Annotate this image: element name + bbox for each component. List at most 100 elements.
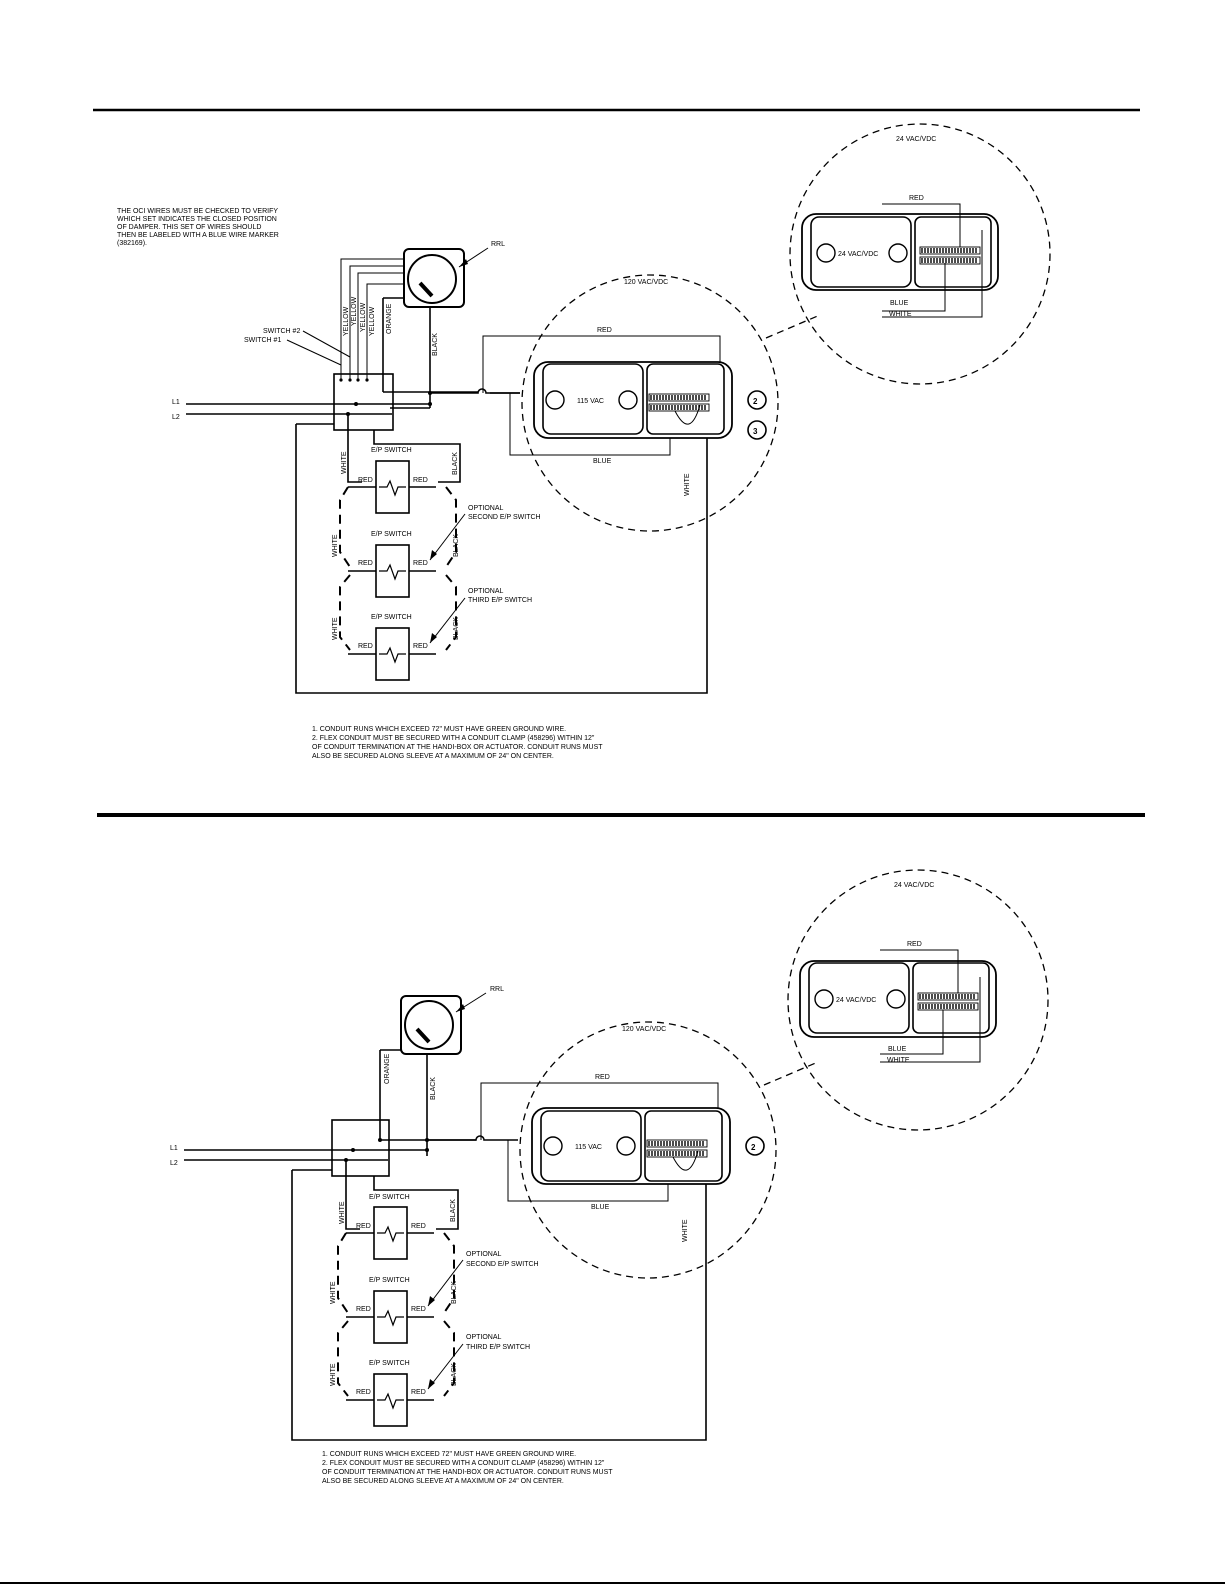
optional-label: OPTIONAL xyxy=(468,588,504,595)
ep-switch-3: E/P SWITCH RED RED WHITE BLACK OPTIONAL … xyxy=(330,1334,530,1427)
ep-switch-label: E/P SWITCH xyxy=(369,1277,410,1284)
black-label: BLACK xyxy=(432,333,439,356)
ep-switch-label: E/P SWITCH xyxy=(369,1360,410,1367)
controller-24v: 24 VAC/VDC 24 VAC/VDC RED BLUE WHITE xyxy=(789,123,1051,385)
rrl-actuator: RRL xyxy=(403,241,505,308)
optional-label: OPTIONAL xyxy=(466,1251,502,1258)
red-label: RED xyxy=(413,643,428,650)
second-ep-label: SECOND E/P SWITCH xyxy=(468,514,541,521)
power-wires: RED BLUE WHITE xyxy=(291,1074,719,1441)
oci-note-line: THE OCI WIRES MUST BE CHECKED TO VERIFY xyxy=(117,208,278,215)
switch2-label: SWITCH #2 xyxy=(263,328,300,335)
ep-switch-label: E/P SWITCH xyxy=(369,1194,410,1201)
white-label: WHITE xyxy=(887,1057,910,1064)
note-line: OF CONDUIT TERMINATION AT THE HANDI-BOX … xyxy=(322,1469,613,1476)
vac24-box-label: 24 VAC/VDC xyxy=(836,997,876,1004)
red-label: RED xyxy=(358,477,373,484)
ep-switch-3: E/P SWITCH RED RED WHITE BLACK OPTIONAL … xyxy=(332,588,532,681)
red-label: RED xyxy=(907,941,922,948)
vac24-label: 24 VAC/VDC xyxy=(894,882,934,889)
black-label: BLACK xyxy=(451,1363,458,1386)
red-label: RED xyxy=(413,560,428,567)
controller-24v: 24 VAC/VDC 24 VAC/VDC RED BLUE WHITE xyxy=(787,869,1049,1131)
blue-label: BLUE xyxy=(890,300,909,307)
note-line: 2. FLEX CONDUIT MUST BE SECURED WITH A C… xyxy=(312,735,595,742)
red-label: RED xyxy=(356,1306,371,1313)
white-label: WHITE xyxy=(330,1281,337,1304)
red-label: RED xyxy=(411,1223,426,1230)
white-label: WHITE xyxy=(339,1201,346,1224)
note-line: ALSO BE SECURED ALONG SLEEVE AT A MAXIMU… xyxy=(312,753,554,760)
conduit-notes: 1. CONDUIT RUNS WHICH EXCEED 72" MUST HA… xyxy=(322,1451,613,1485)
black-label: BLACK xyxy=(453,617,460,640)
switch1-label: SWITCH #1 xyxy=(244,337,281,344)
controller-120v: 120 VAC/VDC 115 VAC 2 xyxy=(519,1021,819,1279)
oci-note-line: WHICH SET INDICATES THE CLOSED POSITION xyxy=(117,216,277,223)
oci-note-line: THEN BE LABELED WITH A BLUE WIRE MARKER xyxy=(117,232,279,239)
third-ep-label: THIRD E/P SWITCH xyxy=(466,1344,530,1351)
ep-switch-1: E/P SWITCH RED RED WHITE BLACK xyxy=(339,1194,457,1260)
vac24-label: 24 VAC/VDC xyxy=(896,136,936,143)
vac120-label: 120 VAC/VDC xyxy=(624,279,668,286)
ep-switch-2: E/P SWITCH RED RED WHITE BLACK OPTIONAL … xyxy=(332,505,541,598)
oci-note: THE OCI WIRES MUST BE CHECKED TO VERIFY … xyxy=(117,208,279,247)
white-label: WHITE xyxy=(684,473,691,496)
white-label: WHITE xyxy=(332,617,339,640)
blue-label: BLUE xyxy=(888,1046,907,1053)
oci-note-line: OF DAMPER. THIS SET OF WIRES SHOULD xyxy=(117,224,261,231)
rrl-label: RRL xyxy=(490,986,504,993)
ep-switch-1: E/P SWITCH RED RED WHITE BLACK xyxy=(341,447,459,514)
red-label: RED xyxy=(356,1389,371,1396)
junction-box xyxy=(331,1119,390,1177)
oci-wires: YELLOW YELLOW YELLOW YELLOW ORANGE BLACK xyxy=(339,258,439,408)
optional-dashed-link xyxy=(339,574,457,651)
l2-label: L2 xyxy=(170,1160,178,1167)
second-ep-label: SECOND E/P SWITCH xyxy=(466,1261,539,1268)
rrl-actuator: RRL ORANGE BLACK xyxy=(379,986,504,1156)
red-label: RED xyxy=(356,1223,371,1230)
vac115-label: 115 VAC xyxy=(575,1144,602,1151)
yellow-label: YELLOW xyxy=(351,296,358,326)
vac115-label: 115 VAC xyxy=(577,398,604,405)
red-label: RED xyxy=(909,195,924,202)
note-line: ALSO BE SECURED ALONG SLEEVE AT A MAXIMU… xyxy=(322,1478,564,1485)
power-wires: RED BLUE WHITE xyxy=(295,327,721,694)
red-label: RED xyxy=(411,1389,426,1396)
controller-120v: 120 VAC/VDC 115 VAC 2 3 xyxy=(521,274,821,532)
vac24-box-label: 24 VAC/VDC xyxy=(838,251,878,258)
red-label: RED xyxy=(358,560,373,567)
black-label: BLACK xyxy=(430,1077,437,1100)
note-line: 1. CONDUIT RUNS WHICH EXCEED 72" MUST HA… xyxy=(322,1451,576,1458)
red-label: RED xyxy=(597,327,612,334)
black-label: BLACK xyxy=(450,1199,457,1222)
circle3-label: 3 xyxy=(753,427,758,436)
line-inputs: L1 L2 xyxy=(170,1145,427,1167)
red-label: RED xyxy=(413,477,428,484)
circle2-label: 2 xyxy=(753,397,758,406)
note-line: OF CONDUIT TERMINATION AT THE HANDI-BOX … xyxy=(312,744,603,751)
yellow-label: YELLOW xyxy=(369,306,376,336)
optional-label: OPTIONAL xyxy=(468,505,504,512)
yellow-label: YELLOW xyxy=(343,306,350,336)
red-label: RED xyxy=(411,1306,426,1313)
yellow-label: YELLOW xyxy=(360,302,367,332)
blue-label: BLUE xyxy=(591,1204,610,1211)
optional-dashed-link xyxy=(339,486,457,568)
note-line: 1. CONDUIT RUNS WHICH EXCEED 72" MUST HA… xyxy=(312,726,566,733)
optional-label: OPTIONAL xyxy=(466,1334,502,1341)
vac120-label: 120 VAC/VDC xyxy=(622,1026,666,1033)
conduit-notes: 1. CONDUIT RUNS WHICH EXCEED 72" MUST HA… xyxy=(312,726,603,760)
l1-label: L1 xyxy=(172,399,180,406)
white-label: WHITE xyxy=(682,1219,689,1242)
red-label: RED xyxy=(595,1074,610,1081)
red-label: RED xyxy=(358,643,373,650)
line-inputs: L1 L2 xyxy=(172,399,430,421)
ep-switch-label: E/P SWITCH xyxy=(371,531,412,538)
switch-labels: SWITCH #2 SWITCH #1 xyxy=(244,328,351,366)
circle2-label: 2 xyxy=(751,1143,756,1152)
black-label: BLACK xyxy=(453,534,460,557)
l2-label: L2 xyxy=(172,414,180,421)
black-label: BLACK xyxy=(451,1281,458,1304)
